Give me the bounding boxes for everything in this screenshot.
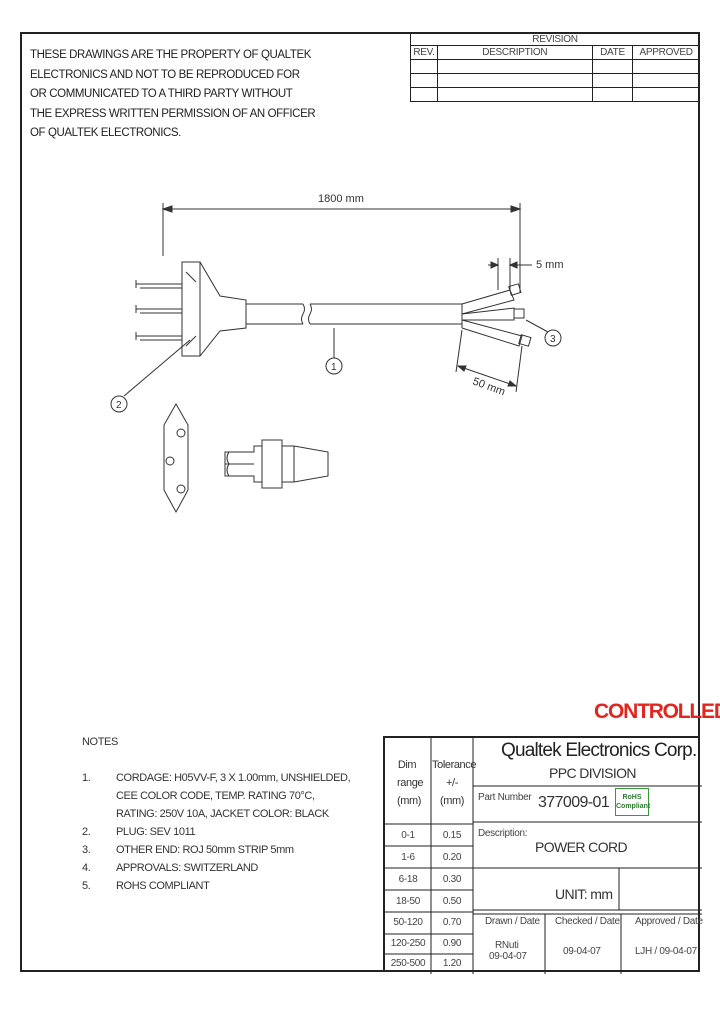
tolerance-dim: 50-120 bbox=[393, 917, 423, 928]
lead-wire bbox=[461, 319, 523, 347]
tolerance-dim: 18-50 bbox=[395, 896, 421, 907]
plug-pins bbox=[135, 280, 182, 341]
other-end-side-view bbox=[224, 439, 329, 489]
arrow-left-icon bbox=[508, 261, 518, 269]
revision-table: REVISION REV. DESCRIPTION DATE APPROVED bbox=[410, 32, 700, 102]
note-number: 1. bbox=[82, 772, 91, 784]
tolerance-dim: 0-1 bbox=[401, 830, 415, 841]
part-number: 377009-01 bbox=[538, 794, 610, 811]
tolerance-dim: 1-6 bbox=[401, 852, 415, 863]
drawn-by: RNuti bbox=[495, 940, 519, 951]
note-text: OTHER END: ROJ 50mm STRIP 5mm bbox=[116, 844, 294, 856]
callout-number: 2 bbox=[116, 400, 122, 411]
tolerance-value: 0.15 bbox=[442, 830, 462, 841]
note-number: 3. bbox=[82, 844, 91, 856]
revision-row bbox=[410, 87, 700, 102]
note-number: 2. bbox=[82, 826, 91, 838]
tolerance-value: 1.20 bbox=[442, 958, 462, 969]
tolerance-value: 0.30 bbox=[442, 874, 462, 885]
tolerance-value: 0.20 bbox=[442, 852, 462, 863]
callout-bubble bbox=[110, 395, 128, 413]
arrow-left-icon bbox=[161, 205, 173, 213]
drawn-label: Drawn / Date bbox=[485, 916, 540, 927]
tolerance-header: Tolerance +/- (mm) bbox=[432, 756, 477, 810]
drawn-date: 09-04-07 bbox=[489, 951, 527, 962]
stripped-end bbox=[508, 283, 522, 296]
note-text: CEE COLOR CODE, TEMP. RATING 70°C, bbox=[116, 790, 315, 802]
notice-line: THE EXPRESS WRITTEN PERMISSION OF AN OFF… bbox=[30, 107, 316, 120]
strip-length-label: 5 mm bbox=[536, 259, 564, 271]
arrow-right-icon bbox=[510, 205, 522, 213]
notice-line: OR COMMUNICATED TO A THIRD PARTY WITHOUT bbox=[30, 88, 293, 100]
header-text: Dim bbox=[397, 759, 417, 771]
note-text: PLUG: SEV 1011 bbox=[116, 826, 196, 838]
tolerance-value: 0.50 bbox=[442, 896, 462, 907]
tolerance-value: 0.90 bbox=[442, 938, 462, 949]
note-text: RATING: 250V 10A, JACKET COLOR: BLACK bbox=[116, 808, 329, 820]
approved-label: Approved / Date bbox=[635, 916, 703, 927]
controlled-stamp: CONTROLLED bbox=[594, 700, 720, 723]
tolerance-dim: 120-250 bbox=[390, 938, 426, 949]
notice-line: ELECTRONICS AND NOT TO BE REPRODUCED FOR bbox=[30, 68, 300, 81]
part-number-label: Part Number bbox=[478, 792, 532, 803]
notes-title: NOTES bbox=[82, 736, 118, 748]
pin-hole bbox=[176, 484, 186, 494]
pin-hole bbox=[165, 456, 175, 466]
pin-hole bbox=[176, 428, 186, 438]
note-text: ROHS COMPLIANT bbox=[116, 880, 210, 892]
notes-section: NOTES 1. CORDAGE: H05VV-F, 3 X 1.00mm, U… bbox=[82, 736, 382, 906]
revision-row bbox=[410, 73, 700, 88]
unit-value: UNIT: mm bbox=[555, 886, 613, 902]
header-text: (mm) bbox=[397, 795, 422, 807]
drawing-sheet-border bbox=[20, 32, 700, 972]
stripped-end bbox=[518, 334, 532, 347]
title-block-grid bbox=[385, 738, 702, 974]
lead-wire bbox=[461, 307, 515, 321]
header-text: +/- bbox=[446, 777, 458, 789]
division-name: PPC DIVISION bbox=[549, 765, 637, 781]
checked-label: Checked / Date bbox=[555, 916, 620, 927]
callout-number: 1 bbox=[331, 362, 337, 373]
header-text: (mm) bbox=[439, 795, 465, 807]
property-notice: THESE DRAWINGS ARE THE PROPERTY OF QUALT… bbox=[30, 46, 316, 144]
callout-bubble bbox=[544, 329, 562, 347]
approved-by-date: LJH / 09-04-07 bbox=[635, 946, 697, 957]
title-block: Dim range (mm) Tolerance +/- (mm) 0-1 0.… bbox=[383, 736, 703, 974]
tolerance-dim: 250-500 bbox=[390, 958, 426, 969]
rohs-text: RoHS bbox=[622, 794, 642, 801]
company-name: Qualtek Electronics Corp. bbox=[501, 740, 697, 761]
checked-date: 09-04-07 bbox=[563, 946, 601, 957]
plug-face-view bbox=[163, 402, 189, 514]
dim-range-header: Dim range (mm) bbox=[397, 756, 424, 810]
lead-dimension-line bbox=[457, 365, 517, 387]
note-text: APPROVALS: SWITZERLAND bbox=[116, 862, 258, 874]
callout-bubble bbox=[325, 357, 343, 375]
header-text: Tolerance bbox=[432, 759, 477, 771]
tolerance-dim: 6-18 bbox=[398, 874, 418, 885]
notice-line: THESE DRAWINGS ARE THE PROPERTY OF QUALT… bbox=[30, 49, 311, 61]
arrow-left-icon bbox=[456, 365, 467, 372]
header-text: range bbox=[397, 777, 424, 789]
plug-body bbox=[181, 261, 247, 357]
description-label: Description: bbox=[478, 828, 528, 839]
rohs-text: Compliant bbox=[616, 803, 651, 810]
note-text: CORDAGE: H05VV-F, 3 X 1.00mm, UNSHIELDED… bbox=[116, 772, 351, 784]
note-number: 4. bbox=[82, 862, 91, 874]
callout-number: 3 bbox=[550, 334, 556, 345]
lead-length-label: 50 mm bbox=[471, 376, 507, 399]
rohs-compliant-badge: RoHS Compliant bbox=[615, 788, 651, 816]
note-number: 5. bbox=[82, 880, 91, 892]
length-label: 1800 mm bbox=[318, 193, 364, 205]
tolerance-value: 0.70 bbox=[442, 917, 462, 928]
notice-line: OF QUALTEK ELECTRONICS. bbox=[30, 127, 181, 139]
stripped-end bbox=[513, 308, 525, 319]
arrow-right-icon bbox=[490, 261, 500, 269]
lead-wire bbox=[461, 289, 515, 315]
arrow-right-icon bbox=[507, 380, 518, 387]
description-value: POWER CORD bbox=[535, 839, 628, 855]
power-cord-drawing: 1800 mm 5 mm 50 mm 1 2 3 bbox=[110, 193, 564, 514]
